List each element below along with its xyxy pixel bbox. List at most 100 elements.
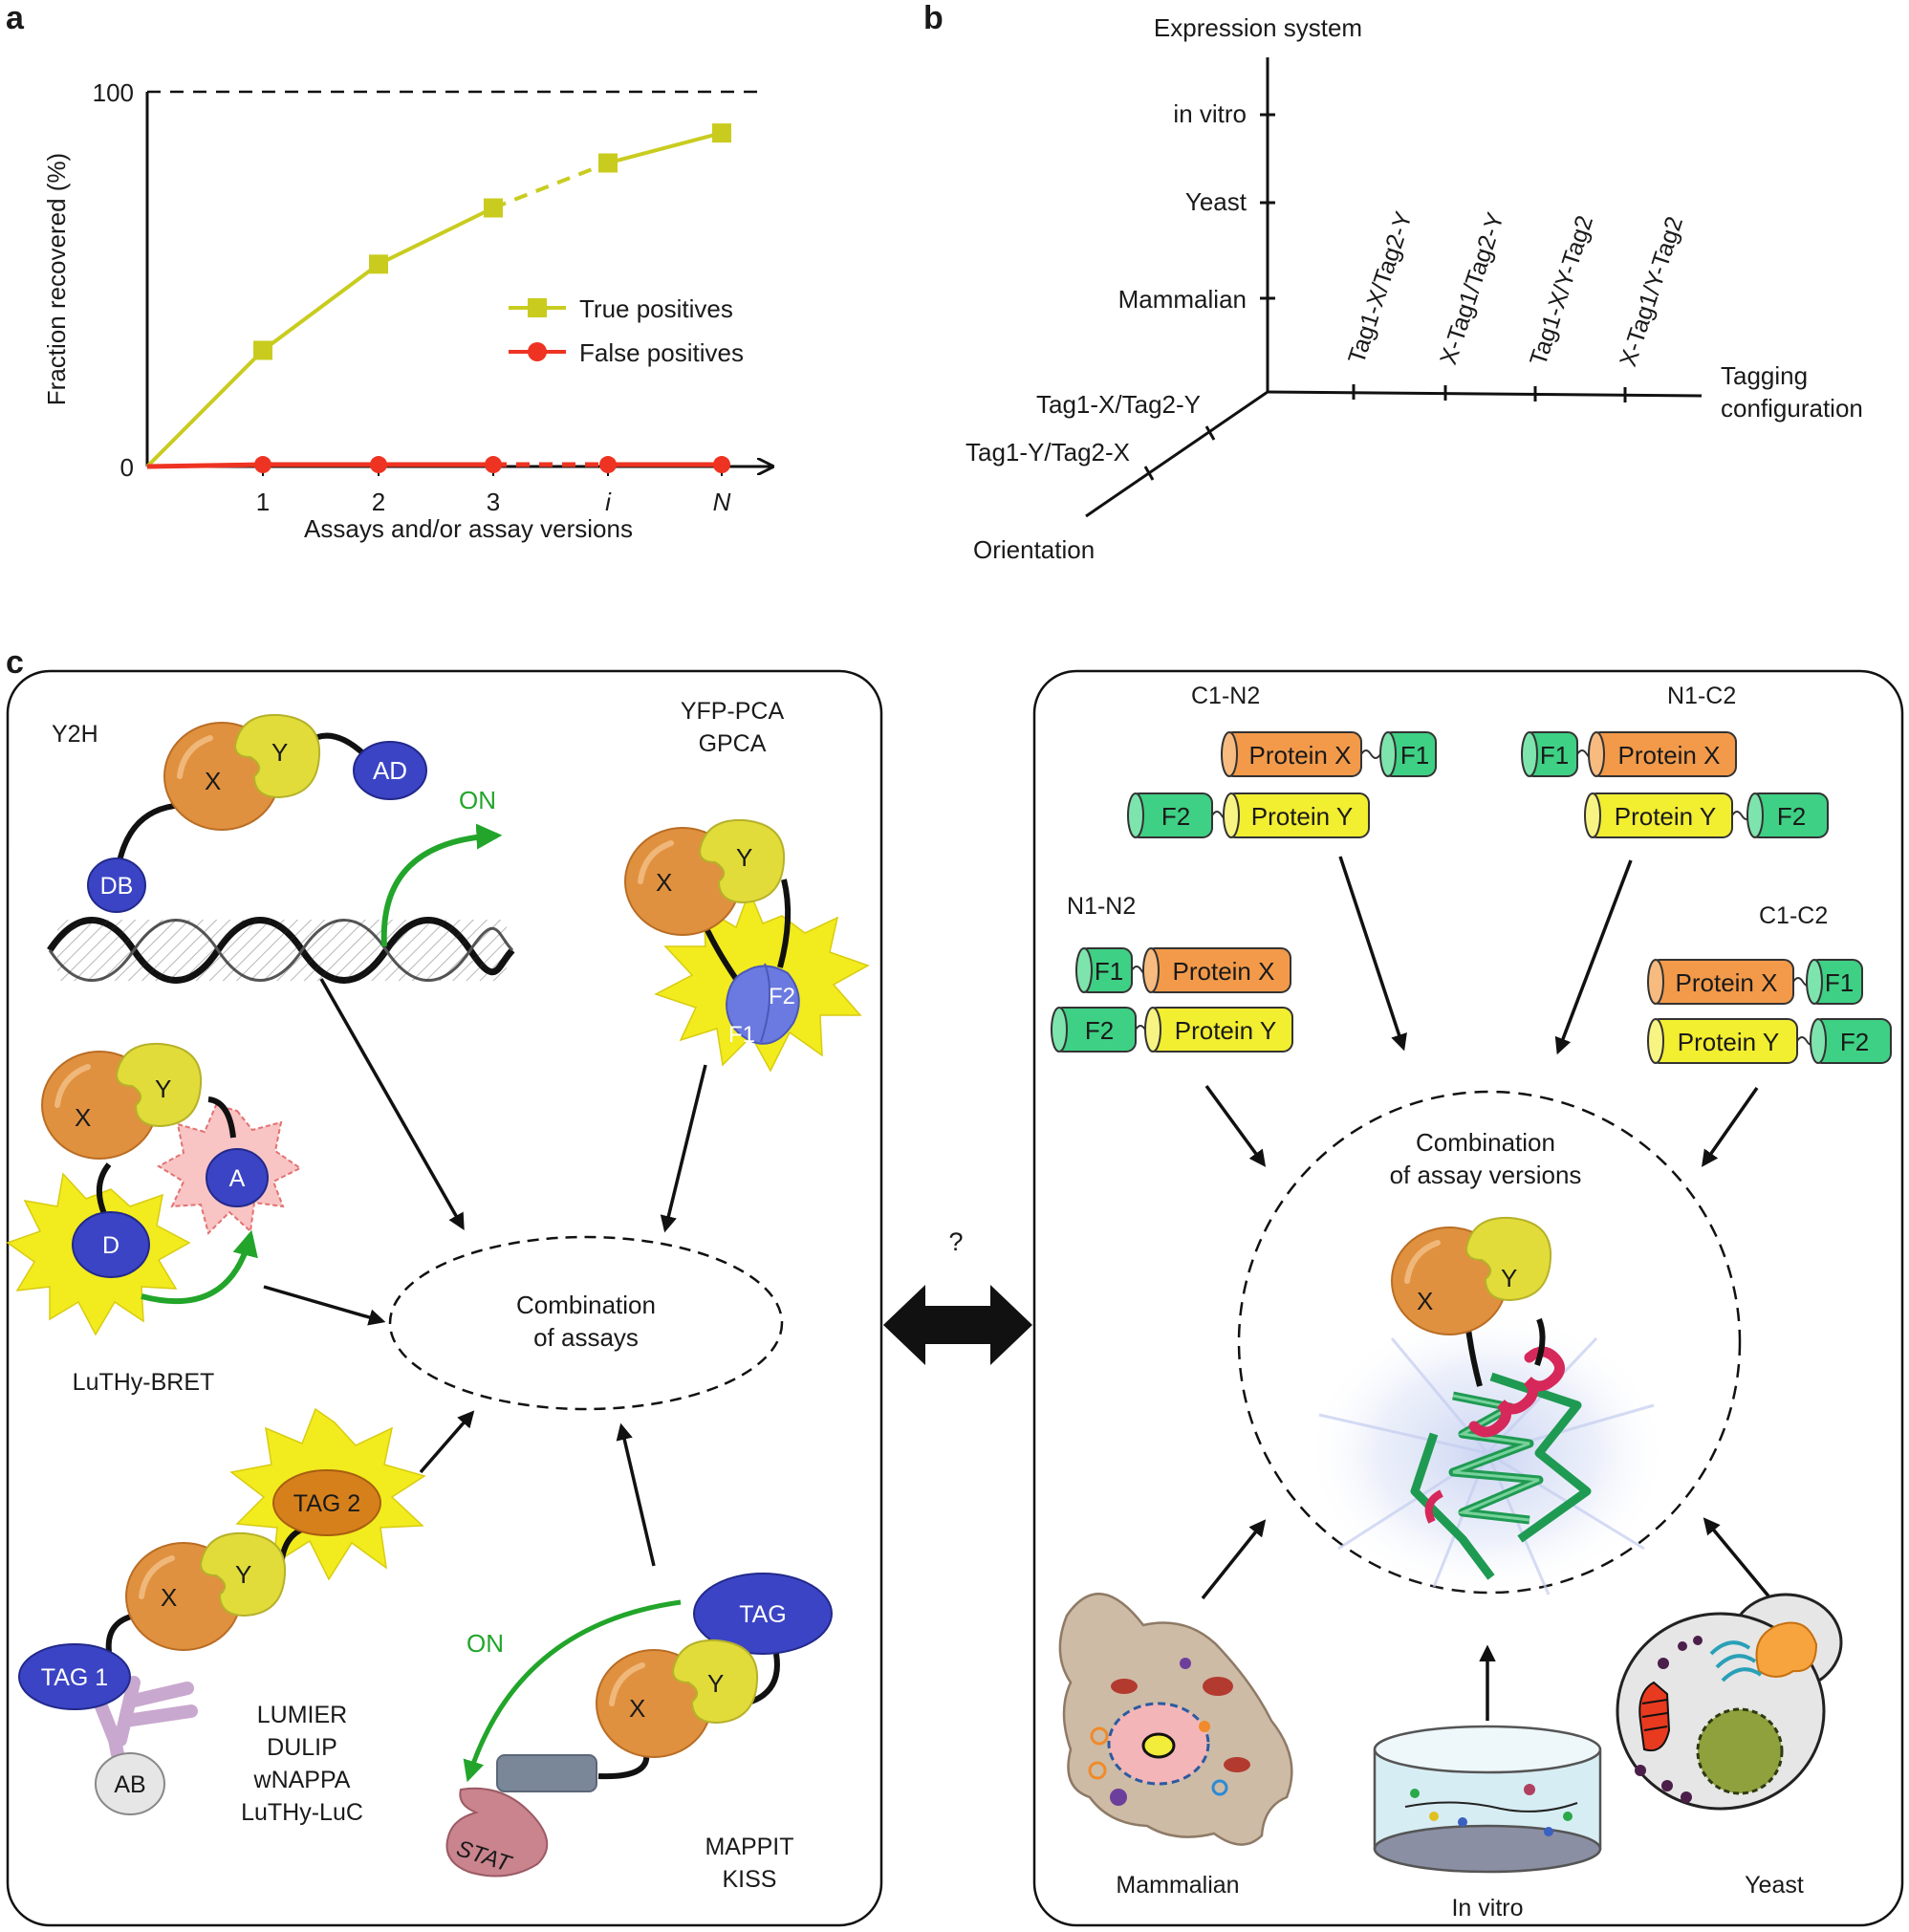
n1c2-f1-label: F1	[1540, 741, 1569, 770]
yeast-label: Yeast	[1745, 1872, 1804, 1899]
y2h-y-label: Y	[271, 738, 288, 767]
axes-diagram-b: Expression system in vitro Yeast Mammali…	[965, 13, 1863, 564]
true-positive-point	[253, 340, 272, 360]
combination-of-assay-versions-circle	[1237, 1090, 1742, 1595]
arrow-mammalian	[1201, 1519, 1267, 1600]
combination-assays-line1: Combination	[516, 1291, 656, 1319]
combination-versions-line1: Combination	[1416, 1128, 1555, 1157]
horizontal-axis	[1267, 390, 1703, 398]
x-tick-label: 2	[372, 488, 385, 516]
false-positive-point	[370, 456, 387, 474]
mammalian-label: Mammalian	[1116, 1872, 1239, 1899]
c1n2-f1: F1	[1379, 731, 1437, 777]
lumier-x-label: X	[161, 1583, 177, 1612]
diagonal-tick-1: Tag1-X/Tag2-Y	[1036, 390, 1201, 419]
mappit-x-label: X	[629, 1694, 645, 1723]
c1n2-protein-y-label: Protein Y	[1251, 802, 1353, 831]
tag2	[272, 1469, 381, 1536]
series-segment	[146, 462, 264, 469]
panel-c-right-box	[1032, 669, 1904, 1927]
legend-label-true-positives: True positives	[579, 294, 733, 323]
chart-legend: True positives False positives	[509, 294, 744, 367]
c1n2-label: C1-N2	[1191, 683, 1260, 709]
horizontal-tick-2: X-Tag1/Tag2-Y	[1435, 209, 1509, 368]
y2h-diagram: Y2H X Y AD DB ON	[47, 713, 515, 984]
lumier-y-label: Y	[235, 1560, 251, 1589]
in-vitro-dish: In vitro	[1373, 1725, 1602, 1921]
panel-label-c: c	[6, 644, 24, 681]
chart-series	[145, 123, 731, 474]
acceptor	[206, 1148, 269, 1207]
bret-y-label: Y	[155, 1075, 171, 1103]
ab-label: AB	[114, 1771, 145, 1798]
mammalian-cell: Mammalian	[1058, 1593, 1293, 1899]
arrow-c1n2	[1338, 856, 1407, 1052]
x-tick-label: N	[713, 488, 731, 516]
c1c2-f1: F1	[1806, 959, 1863, 1005]
true-positive-point	[484, 198, 503, 218]
tag2-label: TAG 2	[293, 1490, 360, 1517]
n1c2-protein-x-label: Protein X	[1618, 741, 1721, 770]
c1n2-protein-x: Protein X	[1221, 731, 1362, 777]
dna-binding-domain	[87, 857, 146, 913]
yfp-y-label: Y	[736, 843, 752, 872]
arrow-y2h	[319, 978, 465, 1231]
n1n2-label: N1-N2	[1067, 893, 1136, 920]
c1c2-label: C1-C2	[1759, 902, 1828, 929]
yfp-f2-label: F2	[769, 984, 795, 1009]
transcription-on-arrow	[380, 823, 503, 947]
c1c2-protein-x-label: Protein X	[1676, 968, 1778, 997]
horizontal-tick-1: Tag1-X/Tag2-Y	[1343, 208, 1418, 367]
arrow-bret	[263, 1285, 386, 1326]
n1n2-f2-label: F2	[1085, 1016, 1114, 1045]
true-positive-point	[712, 123, 731, 143]
mappit-label-2: KISS	[723, 1866, 777, 1893]
antibody-bead	[95, 1752, 165, 1815]
arrow-n1n2	[1204, 1084, 1267, 1167]
n1c2-protein-y: Protein Y	[1584, 792, 1733, 838]
n1c2-protein-x: Protein X	[1588, 731, 1737, 777]
combination-of-assays-ellipse	[388, 1235, 784, 1411]
center-x-label: X	[1417, 1287, 1433, 1315]
panel-label-b: b	[923, 0, 944, 36]
c1c2-protein-y: Protein Y	[1647, 1018, 1798, 1064]
false-positive-point	[254, 456, 271, 474]
c1n2-f2: F2	[1127, 792, 1213, 838]
fusion-constructs: C1-N2 Protein X F1 F2 Protein Y N1-C2	[1051, 683, 1892, 1064]
vertical-axis-title: Expression system	[1154, 13, 1362, 42]
yfp-pca-diagram: YFP-PCA GPCA X Y F2 F1	[625, 698, 870, 1073]
true-positive-point	[369, 254, 388, 274]
c1c2-f2: F2	[1810, 1018, 1892, 1064]
vertical-tick-mammalian: Mammalian	[1118, 285, 1247, 314]
ad-label: AD	[373, 756, 407, 785]
c1c2-protein-y-label: Protein Y	[1678, 1028, 1779, 1056]
yeast-nucleus	[1696, 1707, 1784, 1795]
c1n2-f2-label: F2	[1161, 802, 1190, 831]
n1n2-f1-label: F1	[1095, 957, 1123, 986]
arrow-mappit	[616, 1422, 656, 1567]
mappit-on-arrow	[463, 1599, 682, 1783]
diagonal-axis-title: Orientation	[973, 535, 1095, 564]
legend-label-false-positives: False positives	[579, 338, 744, 367]
mappit-y-label: Y	[707, 1669, 724, 1698]
c1c2-f2-label: F2	[1840, 1028, 1869, 1056]
combination-assays-line2: of assays	[533, 1323, 639, 1352]
diagonal-axis	[1085, 390, 1269, 518]
legend-marker-false-positives	[528, 342, 547, 361]
n1n2-protein-x-label: Protein X	[1173, 957, 1275, 986]
yfp-pca-label-1: YFP-PCA	[681, 698, 785, 725]
mappit-label-1: MAPPIT	[705, 1834, 793, 1860]
c1c2-f1-label: F1	[1825, 968, 1854, 997]
c1n2-protein-x-label: Protein X	[1249, 741, 1352, 770]
n1n2-protein-y-label: Protein Y	[1175, 1016, 1276, 1045]
n1n2-protein-x: Protein X	[1142, 947, 1291, 993]
bret-diagram: X Y A D LuTHy-BRET	[6, 1042, 302, 1396]
lumier-label: LUMIER	[257, 1702, 347, 1728]
combination-versions-line2: of assay versions	[1390, 1161, 1582, 1189]
n1c2-f1: F1	[1521, 731, 1578, 777]
diagonal-tick-2: Tag1-Y/Tag2-X	[965, 438, 1130, 467]
protein-structure: X Y	[1306, 1216, 1669, 1596]
panel-label-a: a	[6, 0, 25, 36]
